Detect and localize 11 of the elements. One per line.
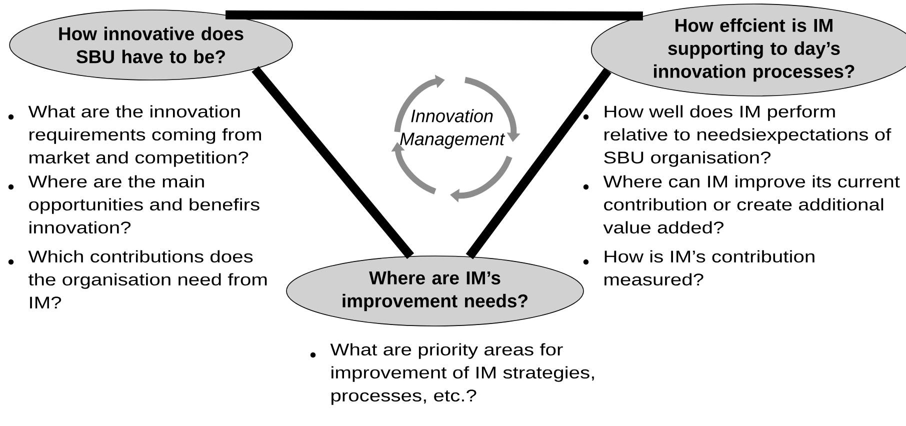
connector-bar [252, 66, 414, 259]
connector-bar [226, 10, 643, 21]
bullet-text: Where can IM improve its current contribution or create additional value added? [603, 175, 900, 234]
bullet-text: How well does IM perform relative to needsiexpectations of SBU organisation? [604, 105, 892, 167]
bullet-text: Which contributions does the organisation need from IM? [28, 250, 267, 308]
bullet-text: What are priority areas for improvement of IM strategies, processes, etc.? [330, 343, 594, 405]
connector-bar [466, 68, 612, 260]
bullet-text: What are the innovation requirements coming from market and competition? [28, 105, 261, 167]
bullet-text: How is IM’s contribution measured? [604, 250, 814, 286]
bullet-text: Where are the main opportunities and benefirs innovation? [28, 175, 260, 234]
center-label: Innovation Management [400, 109, 506, 149]
